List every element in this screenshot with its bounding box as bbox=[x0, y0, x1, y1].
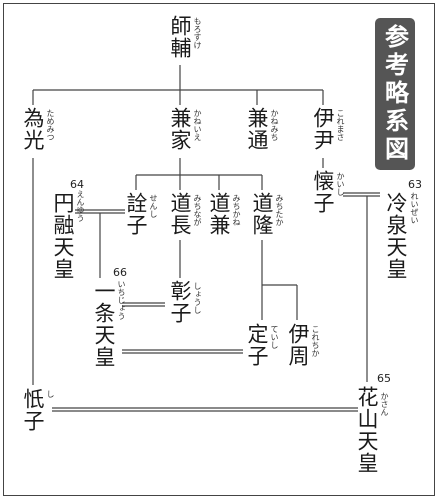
ruby-senshi: せんし bbox=[149, 194, 158, 218]
person-soshi: 忯子 bbox=[21, 388, 45, 432]
emperor-number-ichijo: 66 bbox=[113, 266, 127, 279]
ruby-michikane: みちかね bbox=[232, 194, 241, 226]
ruby-soshi: し bbox=[46, 390, 55, 398]
ruby-shoshi: しょうし bbox=[193, 282, 202, 314]
diagram-frame bbox=[3, 3, 435, 496]
ruby-kaishi: かいし bbox=[336, 172, 345, 196]
ruby-reizei: れいぜい bbox=[410, 192, 419, 224]
ruby-koremasa: これまさ bbox=[336, 109, 345, 141]
person-senshi: 詮子 bbox=[124, 192, 148, 236]
title-badge: 参考略系図 bbox=[375, 18, 415, 170]
person-kanemichi: 兼通 bbox=[245, 107, 269, 151]
ruby-kanemichi: かねみち bbox=[270, 109, 279, 141]
person-kaneie: 兼家 bbox=[168, 107, 192, 151]
ruby-enyu: えんゆう bbox=[76, 190, 85, 222]
person-shoshi: 彰子 bbox=[168, 280, 192, 324]
ruby-teishi: ていし bbox=[270, 325, 279, 349]
emperor-number-enyu: 64 bbox=[70, 178, 84, 191]
ruby-ichijo: いちじょう bbox=[117, 280, 126, 320]
person-michikane: 道兼 bbox=[207, 192, 231, 236]
person-reizei: 冷泉天皇 bbox=[384, 192, 408, 280]
person-enyu: 円融天皇 bbox=[51, 192, 75, 280]
ruby-korechika: これちか bbox=[311, 325, 320, 357]
ruby-kaneie: かねいえ bbox=[193, 109, 202, 141]
person-koremasa: 伊尹 bbox=[311, 107, 335, 151]
person-morosuke: 師輔 bbox=[168, 15, 192, 59]
title-text: 参考略系図 bbox=[380, 24, 409, 164]
ruby-michitaka: みちたか bbox=[275, 194, 284, 226]
emperor-number-reizei: 63 bbox=[408, 178, 422, 191]
person-tamemitsu: 為光 bbox=[21, 107, 45, 151]
emperor-number-kazan: 65 bbox=[377, 372, 391, 385]
ruby-morosuke: もろすけ bbox=[193, 17, 202, 49]
person-michinaga: 道長 bbox=[168, 192, 192, 236]
person-kaishi: 懐子 bbox=[311, 170, 335, 214]
ruby-kazan: かさん bbox=[380, 392, 389, 416]
ruby-tamemitsu: ためみつ bbox=[46, 109, 55, 141]
person-kazan: 花山天皇 bbox=[355, 386, 379, 474]
person-michitaka: 道隆 bbox=[250, 192, 274, 236]
person-teishi: 定子 bbox=[245, 323, 269, 367]
ruby-michinaga: みちなが bbox=[193, 194, 202, 226]
person-korechika: 伊周 bbox=[286, 323, 310, 367]
person-ichijo: 一条天皇 bbox=[92, 280, 116, 368]
